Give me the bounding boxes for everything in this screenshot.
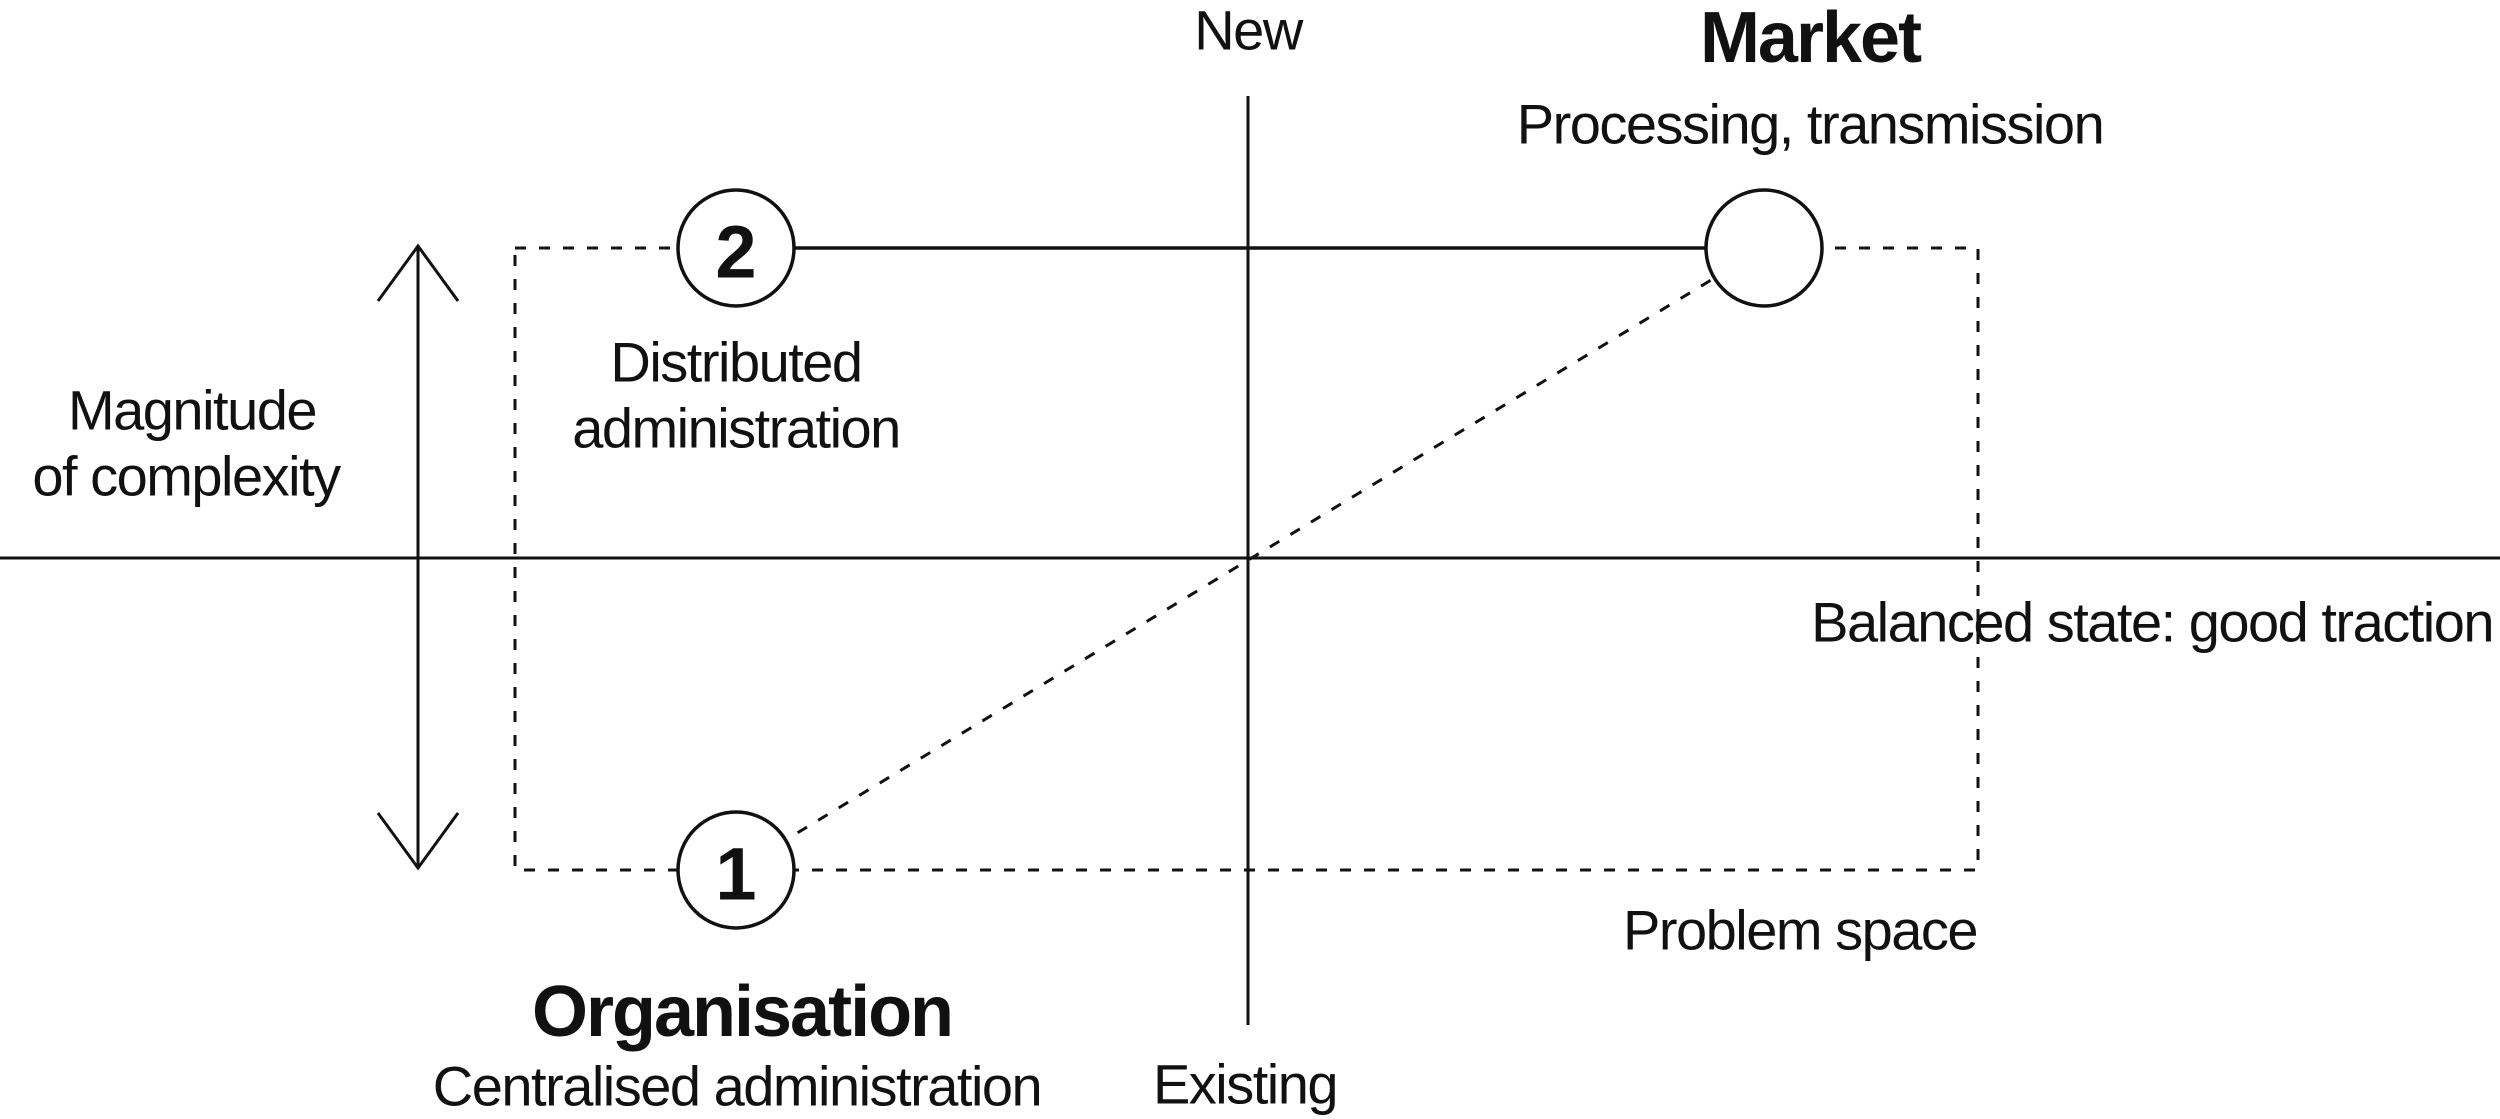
problem-space-annotation: Problem space	[1623, 899, 1977, 962]
magnitude-label-line1: Magnitude	[68, 379, 316, 442]
node-circle-1	[676, 810, 796, 930]
organisation-subtitle: Centralised administration	[433, 1055, 1041, 1118]
node-circle-market	[1704, 188, 1824, 308]
axis-label-new: New	[1194, 0, 1304, 62]
axis-label-existing: Existing	[1153, 1053, 1337, 1116]
arrow-down-head	[376, 812, 460, 871]
node-circle-2	[676, 188, 796, 308]
market-title: Market	[1700, 0, 1922, 78]
node-1-number: 1	[715, 833, 756, 916]
point-2-label-line1: Distributed	[610, 331, 861, 394]
point-2-label-line2: administration	[572, 397, 900, 460]
market-subtitle: Processing, transmission	[1517, 93, 2103, 156]
node-2-number: 2	[715, 211, 756, 294]
arrow-up-head	[376, 243, 460, 302]
magnitude-label-line2: of complexity	[32, 445, 341, 508]
connector-1-to-market-dashed	[735, 246, 1765, 872]
balanced-state-annotation: Balanced state: good traction	[1811, 591, 2493, 654]
organisation-title: Organisation	[532, 972, 952, 1052]
